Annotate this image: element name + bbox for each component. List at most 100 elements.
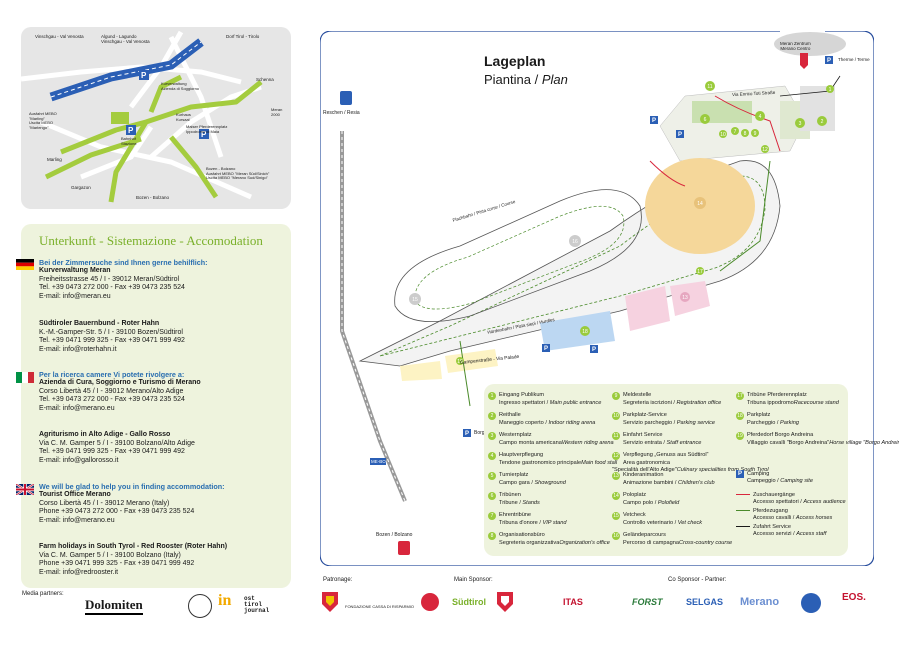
legend-number-badge: 11 xyxy=(612,432,620,440)
ost-tirol-journal-logo: ost tirol journal xyxy=(244,595,270,614)
marker-16: 16 xyxy=(572,239,578,245)
legend-label-it: Segreteria iscrizioni / xyxy=(623,400,677,406)
legend-label-en: VIP stand xyxy=(542,520,567,526)
legend-label-it: Accesso spettatori / xyxy=(753,498,804,505)
city-map-graphic: P P P xyxy=(21,30,263,203)
main-sponsor-eagle-icon xyxy=(421,593,439,611)
uk-flag-icon xyxy=(16,484,34,495)
contact-name: Südtiroler Bauernbund - Roter Hahn xyxy=(39,320,160,327)
legend-label-it: Tendone gastronomico principale xyxy=(499,460,582,466)
legend-label-de: Ehrentribüne xyxy=(499,512,532,518)
legend-label-de: Parkplatz-Service xyxy=(623,412,667,418)
section-heading-it: Per la ricerca camere Vi potete rivolger… xyxy=(39,370,185,379)
legend-label-en: Access horses xyxy=(795,514,833,521)
city-overview-map[interactable]: P P P Vinschgau - Val Venosta Algund - L… xyxy=(21,27,291,209)
legend-label-de: Pferdedorf Borgo Andreina xyxy=(747,432,814,438)
legend-label-it: Servizio entrata / xyxy=(623,440,667,446)
svg-text:P: P xyxy=(678,132,682,138)
legend-label-it: Villaggio cavalli "Borgo Andreina" xyxy=(747,440,830,446)
contact-email[interactable]: E-mail: info@meran.eu xyxy=(39,292,111,300)
map-label-marling-exit: Ausfahrt MEBO "Marling" Uscita MEBO "Mar… xyxy=(29,111,57,130)
marker-18: 18 xyxy=(582,329,588,335)
marker-1: 1 xyxy=(829,87,832,93)
contact-address: Freiheitsstrasse 45 / I - 39012 Meran/Sü… xyxy=(39,275,180,283)
legend-label-it: Controllo veterinario / xyxy=(623,520,678,526)
legend-label-it: Campo polo / xyxy=(623,500,658,506)
italy-flag-icon xyxy=(16,372,34,383)
legend-label-de: Hauptverpflegung xyxy=(499,452,544,458)
marker-4: 4 xyxy=(759,114,762,120)
site-plan-map[interactable]: 1 2 3 4 6 7 8 9 10 11 12 14 16 15 18 13 … xyxy=(320,31,874,566)
contact-name: Agriturismo in Alto Adige - Gallo Rosso xyxy=(39,431,171,438)
legend-number-badge: 14 xyxy=(612,492,620,500)
legend-label-en: Main public entrance xyxy=(549,400,602,406)
label-meran-zentrum: Meran Zentrum Merano Centro xyxy=(780,41,811,51)
marker-7: 7 xyxy=(734,129,737,135)
contact-email[interactable]: E-mail: info@roterhahn.it xyxy=(39,345,117,353)
media-partners-label: Media partners: xyxy=(22,591,64,597)
contact-phone: Tel. +39 0471 999 325 - Fax +39 0471 999… xyxy=(39,337,185,345)
map-label-kurhaus: Kurhaus Kursaal xyxy=(176,112,191,122)
legend-label-en: Parking xyxy=(779,420,799,426)
legend-label-it: Campeggio / xyxy=(747,478,781,484)
svg-text:P: P xyxy=(652,118,656,124)
legend-label-it: Area gastronomica "Specialità dell'Alto … xyxy=(612,460,677,473)
legend-label-de: Poloplatz xyxy=(623,492,647,498)
contact-phone: Tel. +39 0471 999 325 - Fax +39 0471 999… xyxy=(39,448,185,456)
bozen-coat-of-arms-icon xyxy=(398,541,410,555)
legend-number-badge: 4 xyxy=(488,452,496,460)
legend-label-en: Vet check xyxy=(677,520,703,526)
legend-label-en: Main food stall xyxy=(581,460,618,466)
legend-label-de: Vetcheck xyxy=(623,512,646,518)
legend-label-de: Einfahrt Service xyxy=(623,432,663,438)
legend-label-en: Stands xyxy=(522,500,540,506)
map-label-algund: Algund - Lagundo Vinschgau - Val Venosta xyxy=(101,34,150,44)
legend-number-badge: 1 xyxy=(488,392,496,400)
contact-block: Agriturismo in Alto Adige - Gallo Rosso … xyxy=(39,431,195,465)
map-label-gargazon: Gargazon xyxy=(71,185,91,190)
legend-line-swatch xyxy=(736,526,750,528)
in-magazine-logo: in xyxy=(218,592,232,609)
contact-email[interactable]: E-mail: info@merano.eu xyxy=(39,516,115,524)
marker-11: 11 xyxy=(707,84,712,90)
legend-number-badge: 8 xyxy=(488,532,496,540)
contact-block: Azienda di Cura, Soggiorno e Turismo di … xyxy=(39,379,201,413)
contact-email[interactable]: E-mail: info@redrooster.it xyxy=(39,568,119,576)
label-therme: Therme / Terme xyxy=(838,57,870,62)
germany-flag-icon xyxy=(16,259,34,270)
legend-label-de: Tribünen xyxy=(499,492,521,498)
contact-email[interactable]: E-mail: info@merano.eu xyxy=(39,404,115,412)
marker-13: 13 xyxy=(682,295,688,301)
contact-email[interactable]: E-mail: info@gallorosso.it xyxy=(39,456,119,464)
legend-label-en: Horse village "Borgo Andreina" xyxy=(829,440,899,446)
legend-label-de: Geländeparcours xyxy=(623,532,666,538)
svg-text:P: P xyxy=(201,130,207,139)
legend-number-badge: 13 xyxy=(612,472,620,480)
patronage-coat-of-arms-icon xyxy=(322,592,338,612)
camping-icon: P xyxy=(736,470,744,478)
contact-address: Via C. M. Gamper 5 / I - 39100 Bolzano/A… xyxy=(39,439,195,447)
patronage-foundation-text: FONDAZIONE CASSA DI RISPARMIO xyxy=(345,604,415,609)
marker-14: 14 xyxy=(697,201,703,207)
legend-label-en: Camping site xyxy=(780,478,813,484)
legend-label-en: Access staff xyxy=(796,530,827,537)
contact-address: Via C. M. Gamper 5 / I - 39100 Bolzano (… xyxy=(39,551,181,559)
label-bozen: Bozen / Bolzano xyxy=(376,532,413,538)
marker-8: 8 xyxy=(744,131,747,137)
svg-text:P: P xyxy=(544,346,548,352)
legend-label-en: Racecourse stand xyxy=(793,400,839,406)
legend-label-en: Indoor riding arena xyxy=(548,420,596,426)
legend-label-it: Ingresso spettatori / xyxy=(499,400,550,406)
legend-label-it: Servizio parcheggio / xyxy=(623,420,677,426)
itas-logo: ITAS xyxy=(563,597,583,607)
legend-number-badge: 9 xyxy=(612,392,620,400)
map-label-vinschgau: Vinschgau - Val Venosta xyxy=(35,34,84,39)
